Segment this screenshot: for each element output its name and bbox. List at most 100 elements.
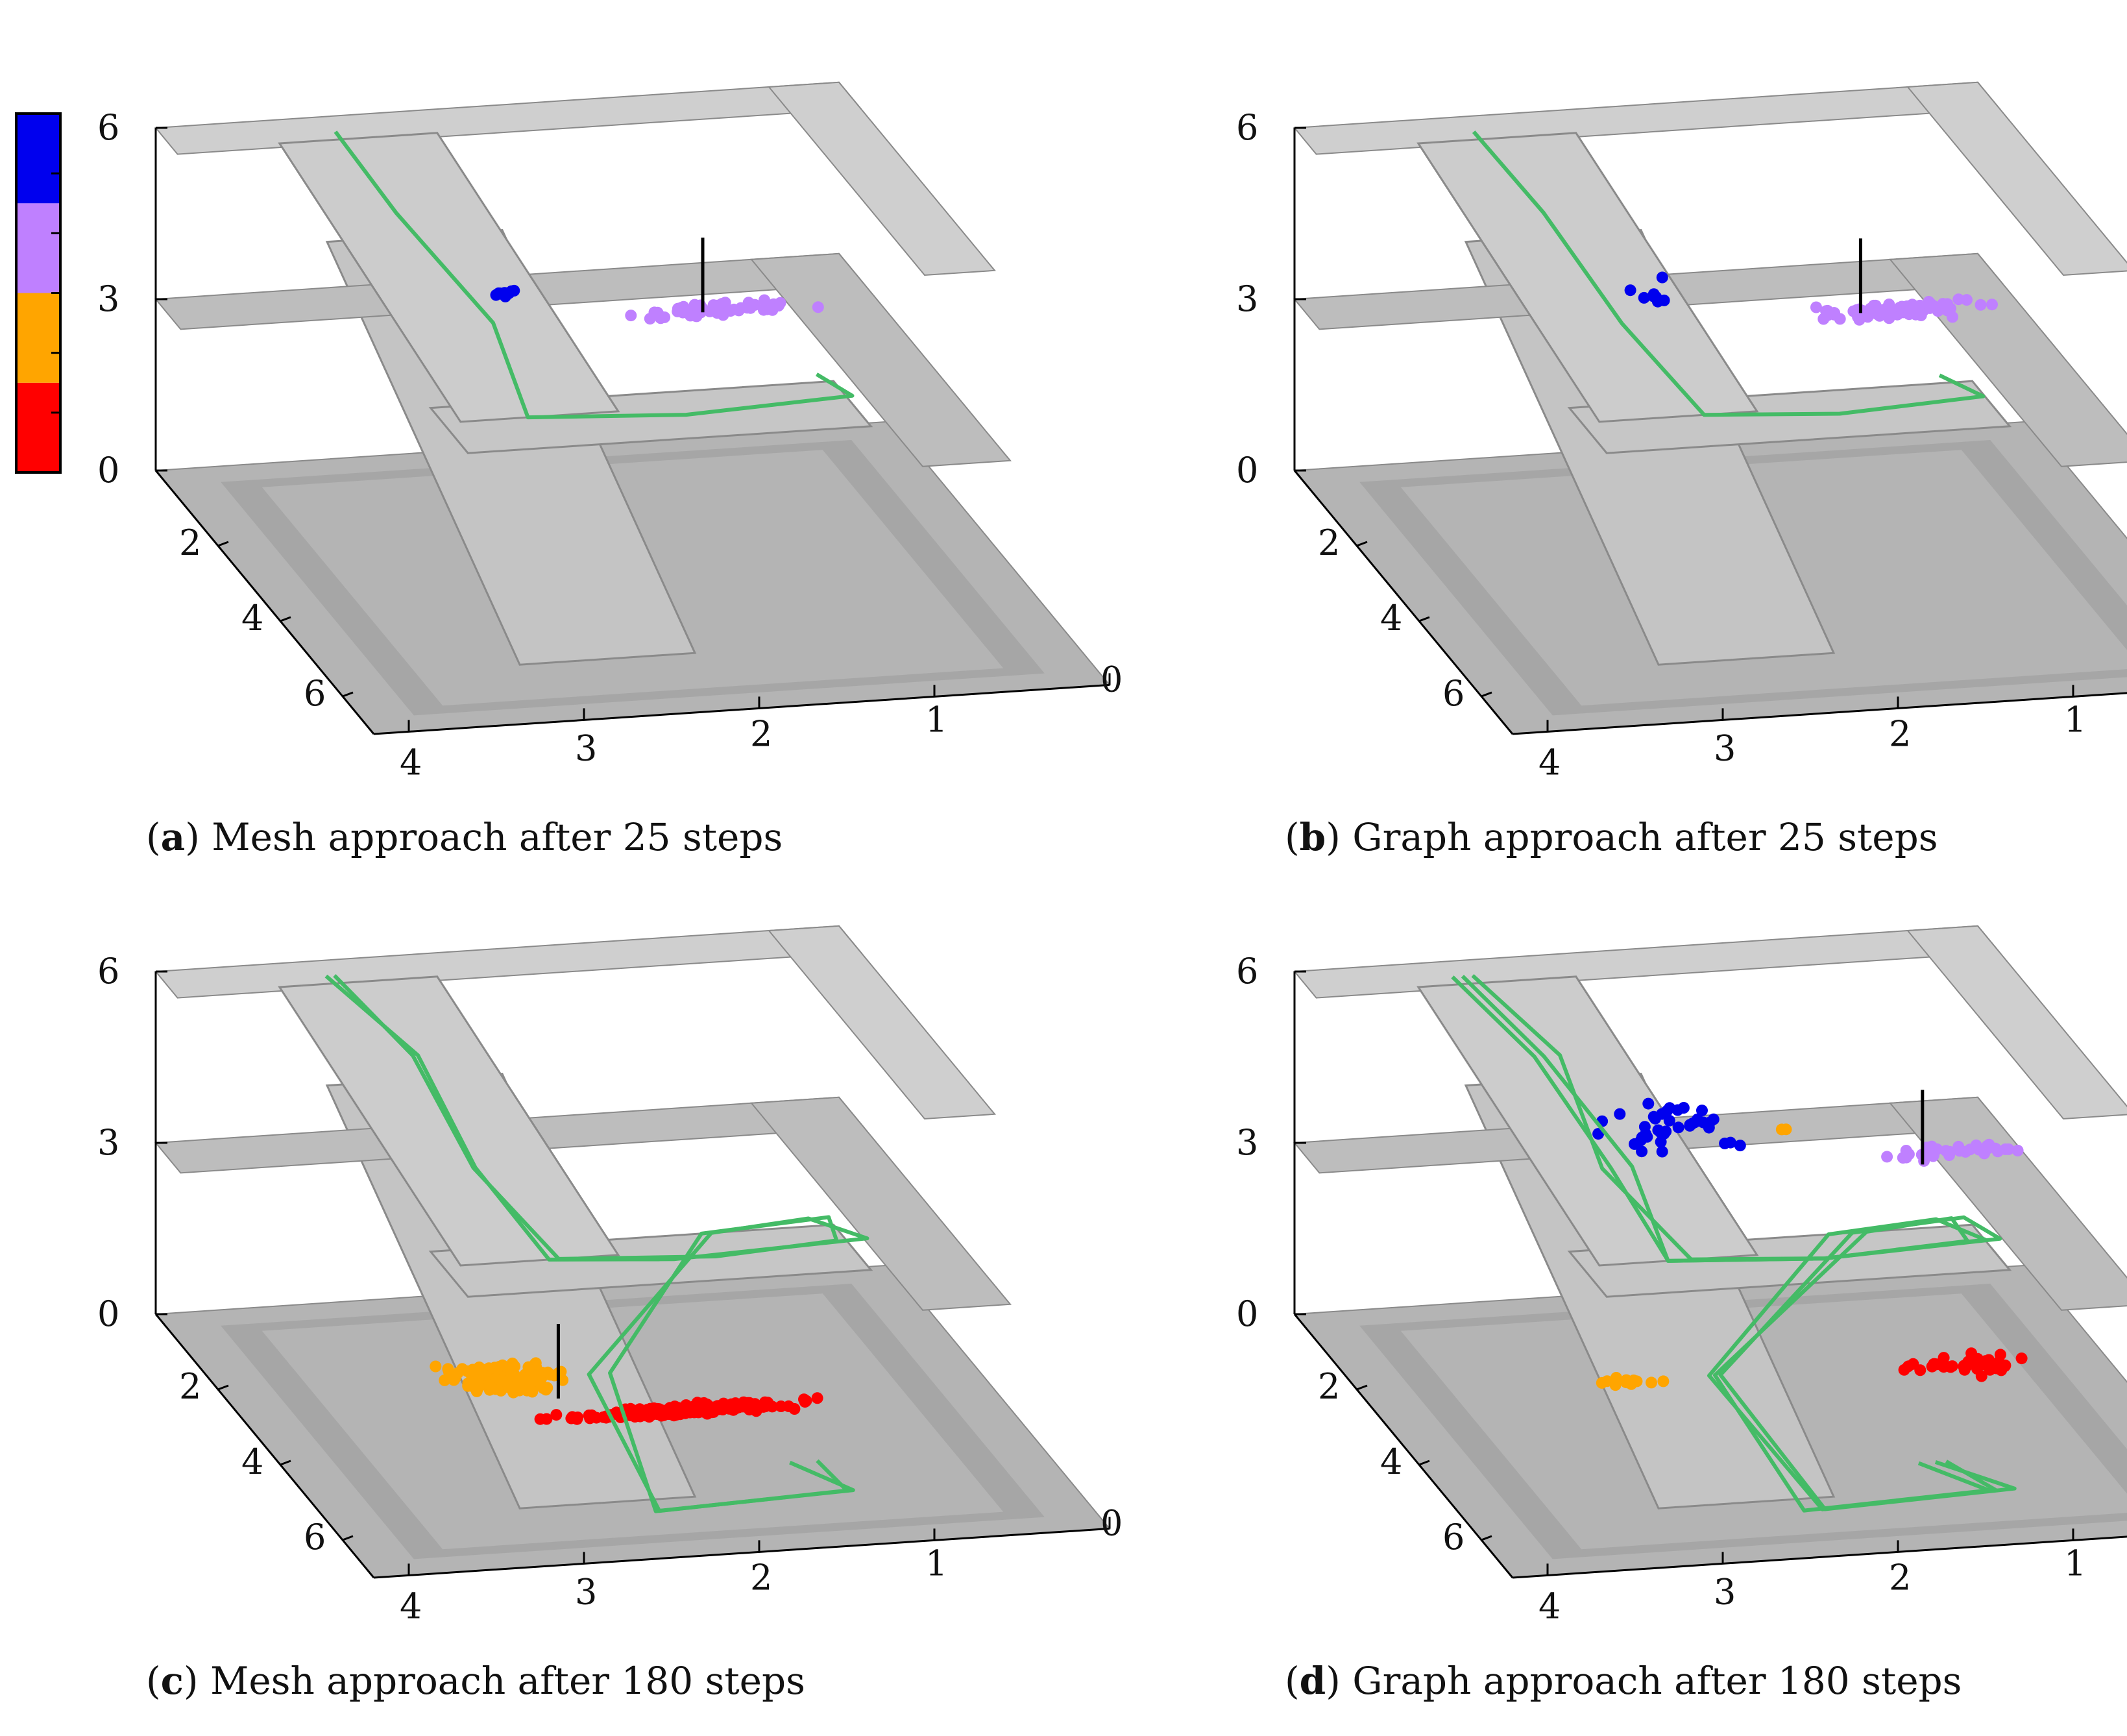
particle-point xyxy=(586,1409,598,1421)
particle-point xyxy=(465,1365,477,1378)
particle-point xyxy=(1656,1145,1668,1158)
particle-point xyxy=(724,305,736,317)
particle-point xyxy=(1983,1356,1995,1368)
particle-point xyxy=(688,299,701,311)
particle-point xyxy=(700,1400,712,1412)
particle-point xyxy=(761,303,773,315)
particle-point xyxy=(1646,1376,1657,1389)
z-tick-label: 3 xyxy=(1236,278,1258,319)
z-tick-label: 6 xyxy=(1236,107,1258,148)
caption-paren: ( xyxy=(1285,815,1300,859)
y-tick-label: 6 xyxy=(1442,1517,1465,1558)
trajectory-path xyxy=(334,130,855,420)
x-axis xyxy=(1512,1535,2127,1579)
z-tick-label: 3 xyxy=(97,278,119,319)
y-tick-label: 2 xyxy=(1318,522,1340,563)
particle-point xyxy=(571,1413,583,1425)
x-tick-label: 1 xyxy=(2064,1543,2086,1583)
particle-point xyxy=(1810,301,1822,313)
level-2-back-rail xyxy=(154,81,862,155)
particle-point xyxy=(1658,1127,1670,1140)
particle-point xyxy=(1963,1143,1976,1156)
particle-point xyxy=(1914,299,1926,312)
y-tick-label: 4 xyxy=(241,598,263,639)
x-tick-label: 4 xyxy=(400,1585,422,1626)
x-axis xyxy=(1512,692,2127,735)
particle-point xyxy=(625,310,637,322)
z-tick-label: 0 xyxy=(97,1293,119,1334)
y-tick-label: 6 xyxy=(1442,673,1465,714)
particle-point xyxy=(534,1413,546,1425)
x-tick-label: 4 xyxy=(1538,1585,1561,1626)
level-2-side-rail xyxy=(1906,81,2127,276)
trajectory-path xyxy=(1472,130,1986,417)
x-tick-label: 0 xyxy=(1100,1502,1123,1543)
particle-point xyxy=(513,1373,524,1386)
level-2-side-rail xyxy=(767,925,997,1120)
y-tick-mark xyxy=(342,691,354,698)
level-2-side-rail xyxy=(1906,925,2127,1120)
caption-letter: d xyxy=(1300,1659,1326,1703)
particle-point xyxy=(1686,1118,1699,1130)
particle-point xyxy=(1881,1151,1893,1163)
z-tick-label: 6 xyxy=(97,951,119,992)
y-axis xyxy=(1293,470,1514,735)
particle-point xyxy=(1647,1110,1660,1123)
x-tick-label: 1 xyxy=(925,699,947,740)
particle-point xyxy=(685,310,696,322)
y-tick-mark xyxy=(1356,541,1368,547)
colorbar-band xyxy=(16,114,60,204)
particle-point xyxy=(550,1409,563,1421)
z-tick-label: 6 xyxy=(97,107,119,148)
x-tick-label: 3 xyxy=(1714,1571,1736,1612)
colorbar-band xyxy=(16,203,60,293)
z-tick-label: 0 xyxy=(97,450,119,491)
particle-point xyxy=(1924,302,1936,314)
particle-point xyxy=(642,1404,653,1416)
particle-point xyxy=(1642,1097,1655,1110)
caption-text: ) Mesh approach after 180 steps xyxy=(184,1659,805,1703)
level-2-back-rail xyxy=(154,925,862,999)
particle-point xyxy=(1656,271,1668,284)
particle-point xyxy=(1614,1108,1626,1120)
particle-point xyxy=(1958,1360,1970,1372)
y-tick-label: 4 xyxy=(1380,1441,1402,1482)
x-tick-label: 2 xyxy=(1889,1557,1911,1598)
upper-ramp xyxy=(278,132,620,423)
particle-point xyxy=(1734,1140,1746,1152)
particle-point xyxy=(1986,299,1998,311)
y-tick-mark xyxy=(217,1384,229,1391)
caption-letter: b xyxy=(1300,815,1326,859)
level-2-side-rail xyxy=(767,81,997,276)
particle-point xyxy=(1719,1137,1731,1149)
particle-point xyxy=(1975,299,1987,311)
particle-point xyxy=(1938,1352,1950,1364)
particle-point xyxy=(759,294,770,306)
particle-point xyxy=(1657,1375,1670,1388)
y-tick-label: 6 xyxy=(304,1517,326,1558)
particle-point xyxy=(1937,302,1949,313)
particle-point xyxy=(650,1406,662,1418)
x-tick-label: 3 xyxy=(1714,727,1736,768)
particle-point xyxy=(1901,1151,1912,1164)
particle-point xyxy=(1939,1145,1952,1157)
x-tick-label: 3 xyxy=(575,727,597,768)
particle-point xyxy=(1647,290,1659,302)
z-tick-label: 6 xyxy=(1236,951,1258,992)
caption-text: ) Mesh approach after 25 steps xyxy=(185,815,783,859)
z-tick-label: 0 xyxy=(1236,450,1258,491)
y-axis xyxy=(154,470,375,735)
particle-point xyxy=(526,1386,539,1398)
particle-point xyxy=(1658,294,1670,306)
particle-point xyxy=(1696,1105,1708,1117)
y-tick-mark xyxy=(217,541,229,547)
caption-text: ) Graph approach after 180 steps xyxy=(1326,1659,1962,1703)
x-tick-label: 1 xyxy=(925,1543,947,1583)
particle-point xyxy=(774,297,786,309)
particle-point xyxy=(812,301,824,313)
y-tick-mark xyxy=(1481,691,1492,698)
y-axis xyxy=(154,1314,375,1578)
y-tick-mark xyxy=(1481,1535,1492,1541)
